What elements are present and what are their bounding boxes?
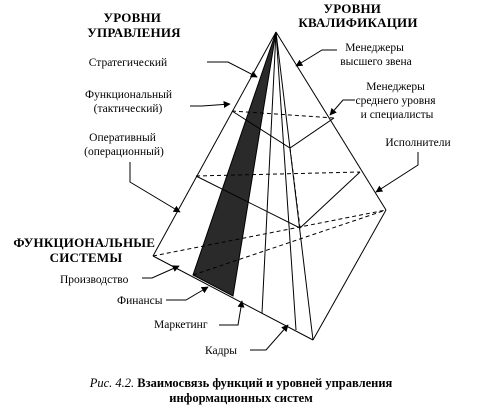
label-middle-managers: Менеджеры среднего уровня и специалисты <box>356 81 439 121</box>
pyramid-hidden-base <box>152 209 387 257</box>
caption-text-line1: Взаимосвязь функций и уровней управления <box>137 376 392 390</box>
level-hidden-lines <box>192 110 387 276</box>
figure-number: Рис. 4.2. <box>89 376 134 390</box>
arrow-marketing <box>219 300 245 326</box>
finance-wedge <box>192 31 277 297</box>
management-levels-header: УРОВНИ УПРАВЛЕНИЯ <box>87 10 181 40</box>
arrow-production <box>142 265 180 279</box>
label-operational: Оперативный (операционный) <box>84 132 164 158</box>
pyramid-edge-left <box>152 31 277 257</box>
sector-line-1 <box>261 31 277 314</box>
qualification-levels-header: УРОВНИ КВАЛИФИКАЦИИ <box>298 1 417 30</box>
label-production: Производство <box>60 274 129 286</box>
label-marketing: Маркетинг <box>154 319 208 331</box>
functional-systems-header: ФУНКЦИОНАЛЬНЫЕ СИСТЕМЫ <box>13 235 158 265</box>
label-personnel: Кадры <box>205 345 237 357</box>
label-strategic: Стратегический <box>89 57 167 69</box>
label-performers: Исполнители <box>385 137 450 149</box>
pyramid-base-front-right <box>312 209 387 341</box>
sector-line-2 <box>275 31 297 331</box>
figure-caption-line2: информационных систем <box>169 391 313 405</box>
arrow-personnel <box>250 324 289 351</box>
arrow-finance <box>166 286 209 301</box>
pyramid <box>152 31 387 341</box>
arrow-middle-managers <box>329 99 355 116</box>
arrow-operational <box>129 162 181 213</box>
arrow-functional <box>190 100 231 108</box>
label-functional: Функциональный (тактический) <box>85 89 175 115</box>
label-finance: Финансы <box>117 295 163 307</box>
arrow-performers <box>375 152 419 193</box>
pyramid-edge-right <box>275 31 387 211</box>
label-top-managers: Менеджеры высшего звена <box>340 42 412 68</box>
arrows <box>129 49 419 351</box>
figure-caption-line1: Рис. 4.2. Взаимосвязь функций и уровней … <box>89 376 393 390</box>
arrow-top-managers <box>295 49 337 67</box>
arrow-strategic <box>207 61 258 78</box>
